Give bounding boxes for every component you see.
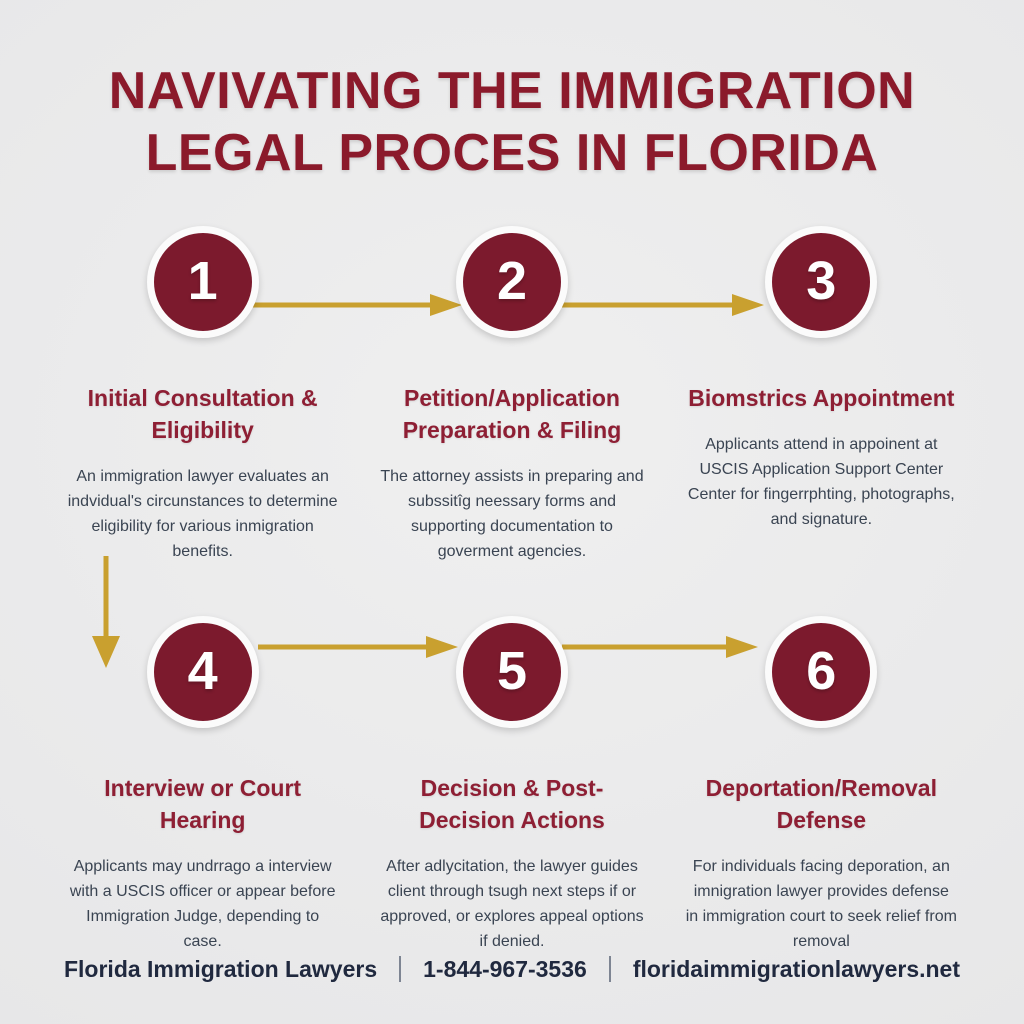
step-title-1: Initial Consultation & Eligibility: [87, 385, 318, 443]
step-number-badge-6: 6: [765, 616, 878, 728]
step-number-2: 2: [496, 251, 527, 311]
title-line-2: LEGAL PROCES IN FLORIDA: [145, 124, 879, 182]
step-description-3: Applicants attend in appoinent at USCIS …: [687, 436, 955, 528]
footer-brand-name: Florida Immigration Lawyers: [63, 956, 378, 982]
step-card-3: 3 Biomstrics Appointment Applicants atte…: [667, 226, 976, 564]
step-card-6: 6 Deportation/Removal Defense For indivi…: [667, 616, 976, 954]
step-badge-wrap-5: 5: [455, 616, 568, 728]
step-description-4: Applicants may undrrago a interview with…: [69, 858, 336, 950]
step-title-5: Decision & Post-Decision Actions: [419, 775, 605, 833]
footer-phone-number[interactable]: 1-844-967-3536: [423, 956, 587, 982]
step-number-badge-2: 2: [455, 226, 568, 338]
title-line-1: NAVIVATING THE IMMIGRATION: [108, 62, 916, 120]
footer-divider-1: [399, 956, 402, 982]
footer-contact-bar: Florida Immigration Lawyers 1-844-967-35…: [0, 954, 1024, 984]
step-number-3: 3: [806, 251, 837, 311]
step-badge-wrap-2: 2: [455, 226, 568, 338]
step-number-badge-4: 4: [146, 616, 259, 728]
step-number-badge-3: 3: [765, 226, 878, 338]
step-number-6: 6: [806, 641, 837, 701]
footer-divider-2: [608, 956, 611, 982]
page-title: NAVIVATING THE IMMIGRATION LEGAL PROCES …: [0, 60, 1024, 184]
step-number-badge-5: 5: [455, 616, 568, 728]
step-description-6: For individuals facing deporation, an im…: [685, 858, 957, 950]
step-number-5: 5: [496, 641, 527, 701]
steps-grid: 1 Initial Consultation & Eligibility An …: [48, 226, 976, 954]
step-description-1: An immigration lawyer evaluates an indvi…: [67, 468, 338, 560]
footer-website-url[interactable]: floridaimmigrationlawyers.net: [632, 956, 961, 982]
step-card-4: 4 Interview or Court Hearing Applicants …: [48, 616, 357, 954]
step-badge-wrap-1: 1: [146, 226, 259, 338]
step-title-6: Deportation/Removal Defense: [705, 775, 937, 833]
step-title-4: Interview or Court Hearing: [104, 775, 302, 833]
step-badge-wrap-6: 6: [765, 616, 878, 728]
step-badge-wrap-3: 3: [765, 226, 878, 338]
step-number-badge-1: 1: [146, 226, 259, 338]
step-number-1: 1: [187, 251, 218, 311]
step-card-1: 1 Initial Consultation & Eligibility An …: [48, 226, 357, 564]
step-card-2: 2 Petition/Application Preparation & Fil…: [357, 226, 666, 564]
step-description-2: The attorney assists in preparing and su…: [380, 468, 644, 560]
step-card-5: 5 Decision & Post-Decision Actions After…: [357, 616, 666, 954]
step-description-5: After adlycitation, the lawyer guides cl…: [380, 858, 644, 950]
step-number-4: 4: [187, 641, 218, 701]
step-title-2: Petition/Application Preparation & Filin…: [402, 385, 622, 443]
step-title-3: Biomstrics Appointment: [688, 385, 955, 411]
step-badge-wrap-4: 4: [146, 616, 259, 728]
